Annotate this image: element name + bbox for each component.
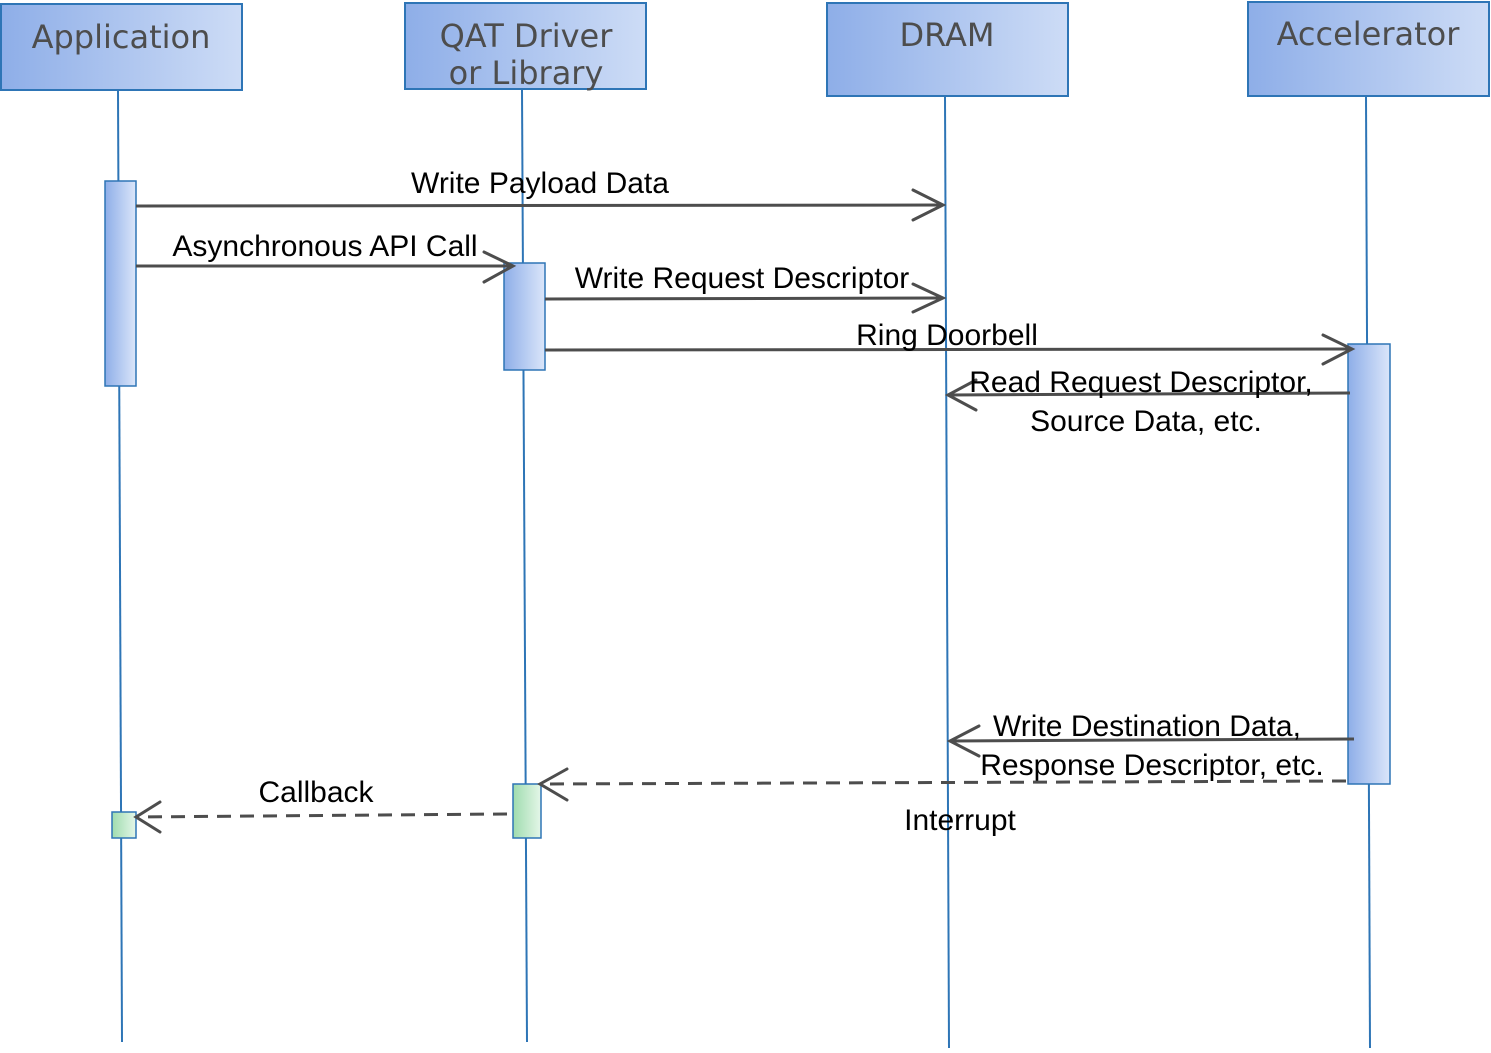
lifeline-title-application: Application xyxy=(32,18,211,56)
message-label-write-request-descriptor: Write Request Descriptor xyxy=(575,262,910,295)
lifeline-header-application: Application xyxy=(0,3,243,91)
arrowhead-icon xyxy=(946,724,981,758)
lifeline-header-dram: DRAM xyxy=(826,2,1069,97)
activation-qat xyxy=(503,262,546,371)
message-label-interrupt: Interrupt xyxy=(904,804,1016,837)
arrowhead-icon xyxy=(482,250,517,284)
arrowhead-icon xyxy=(911,282,947,314)
lifeline-header-qat: QAT Driver or Library xyxy=(404,2,647,92)
arrowhead-icon xyxy=(133,800,162,834)
message-label-callback: Callback xyxy=(258,776,374,809)
message-read-request-descriptor: Read Request Descriptor, Source Data, et… xyxy=(944,366,1351,438)
activation-application xyxy=(104,180,137,387)
lifeline-line-qat xyxy=(521,89,528,1043)
message-async-api-call: Asynchronous API Call xyxy=(136,230,517,284)
message-label-ring-doorbell: Ring Doorbell xyxy=(856,319,1038,352)
message-label-read-request-descriptor-line2: Source Data, etc. xyxy=(1030,405,1262,438)
activation-accelerator xyxy=(1347,343,1391,785)
arrowhead-icon xyxy=(536,767,569,802)
message-interrupt: Interrupt xyxy=(536,767,1347,837)
message-write-request-descriptor: Write Request Descriptor xyxy=(544,262,947,314)
arrowhead-icon xyxy=(1321,333,1356,366)
lifeline-line-dram xyxy=(944,96,950,1049)
message-write-payload: Write Payload Data xyxy=(135,167,947,222)
message-label-write-destination-data-line1: Write Destination Data, xyxy=(993,710,1301,743)
activation-application-callback xyxy=(111,811,137,839)
lifeline-header-accelerator: Accelerator xyxy=(1247,1,1490,97)
lifeline-title-accelerator: Accelerator xyxy=(1277,15,1461,53)
message-label-read-request-descriptor-line1: Read Request Descriptor, xyxy=(969,366,1313,399)
message-label-async-api-call: Asynchronous API Call xyxy=(172,230,477,263)
lifeline-title-qat-line2: or Library xyxy=(449,54,604,92)
message-ring-doorbell: Ring Doorbell xyxy=(544,319,1356,366)
arrowhead-icon xyxy=(911,188,947,222)
arrowhead-icon xyxy=(944,378,978,412)
lifeline-title-qat-line1: QAT Driver xyxy=(440,17,614,55)
message-label-write-payload: Write Payload Data xyxy=(411,167,669,200)
lifeline-title-dram: DRAM xyxy=(899,16,994,54)
activation-qat-callback xyxy=(512,783,542,839)
message-callback: Callback xyxy=(133,776,508,834)
message-label-write-destination-data-line2: Response Descriptor, etc. xyxy=(980,749,1324,782)
message-write-destination-data: Write Destination Data, Response Descrip… xyxy=(946,710,1355,782)
